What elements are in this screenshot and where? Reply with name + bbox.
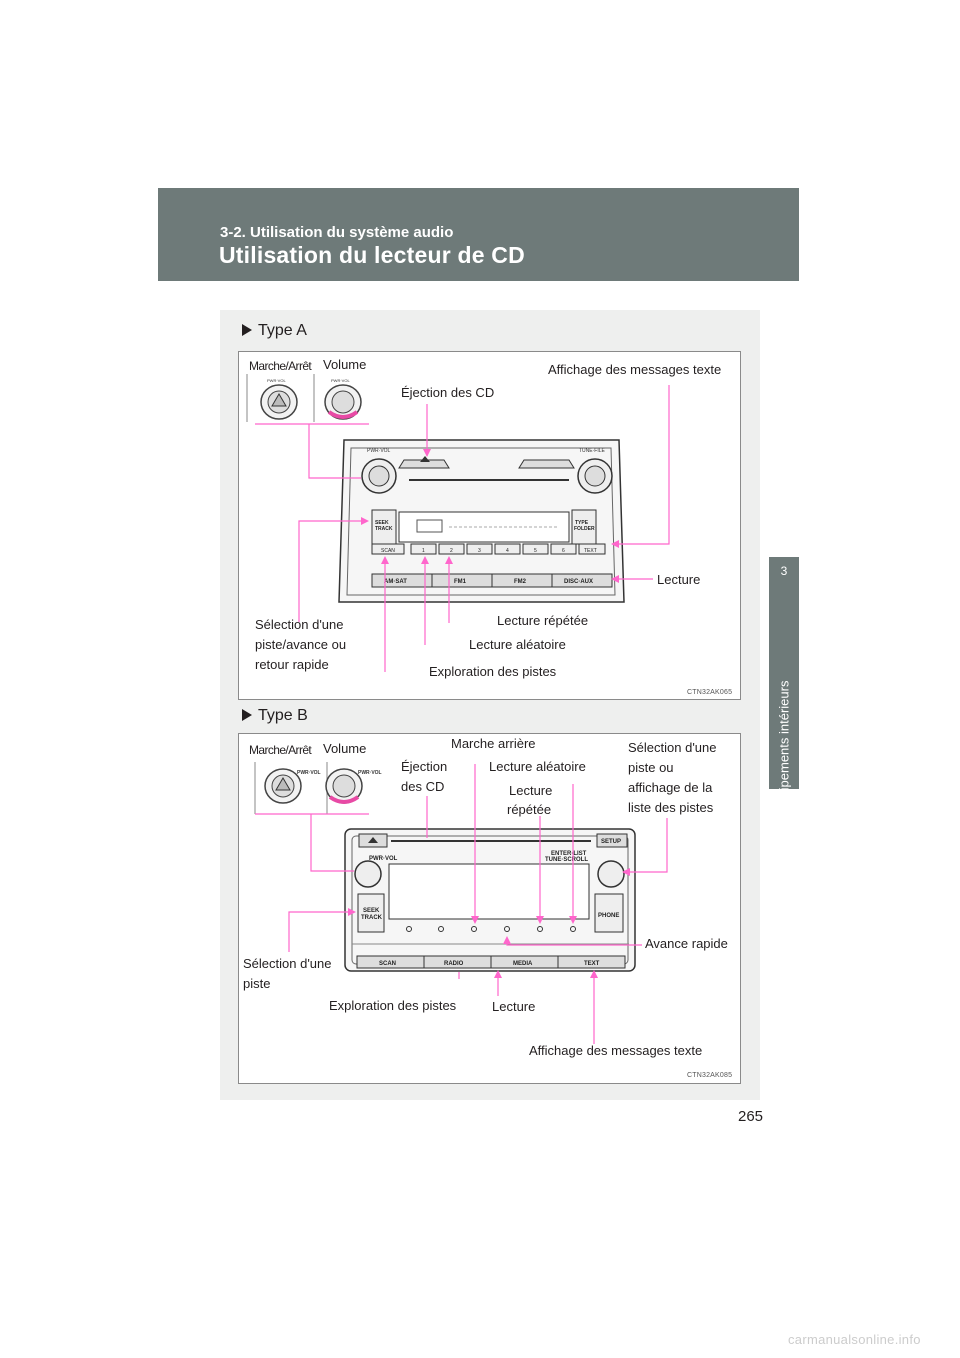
type-a-heading-text: Type A [258,322,307,339]
svg-text:SEEK: SEEK [375,520,389,526]
type-b-figure-code: CTN32AK085 [687,1072,733,1079]
type-b-power-label: Marche/Arrêt [249,743,312,757]
type-a-text-display-label: Affichage des messages texte [548,362,722,377]
svg-text:ENTER·LIST: ENTER·LIST [551,851,587,857]
type-b-track-list-line3: affichage de la [628,780,713,795]
type-a-random-label: Lecture aléatoire [469,637,566,652]
type-b-callout-arrows [348,868,630,978]
svg-text:TUNE·FILE: TUNE·FILE [579,448,606,454]
svg-text:FOLDER: FOLDER [574,526,595,532]
type-a-power-inset: PWR·VOL [246,374,298,422]
type-b-reverse-label: Marche arrière [451,736,536,751]
chapter-side-tab: 3 Équipements intérieurs [769,557,799,813]
type-b-random-label: Lecture aléatoire [489,759,586,774]
type-a-play-label: Lecture [657,572,701,587]
page-number: 265 [738,1108,764,1125]
type-a-volume-label: Volume [323,357,367,372]
type-a-figure: PWR·VOL PWR·VOL PWR·VOL TUNE·FILE [238,351,741,700]
type-a-device: PWR·VOL TUNE·FILE SEEK TRACK TYPE FOLDER… [338,439,625,603]
svg-text:TRACK: TRACK [361,915,383,921]
type-b-track-list-line1: Sélection d'une [628,740,717,755]
type-a-track-select-line2: piste/avance ou [255,637,347,652]
chapter-header: 3-2. Utilisation du système audio Utilis… [158,188,799,281]
type-a-track-select-line3: retour rapide [255,657,329,672]
svg-text:MEDIA: MEDIA [513,961,533,967]
svg-text:DISC·AUX: DISC·AUX [564,579,593,585]
type-b-track-select-line1: Sélection d'une [243,956,332,971]
type-a-figure-code: CTN32AK065 [687,689,733,696]
svg-text:2: 2 [450,548,453,554]
type-a-callout-lines [255,385,670,672]
svg-text:FM1: FM1 [454,579,467,585]
svg-text:PWR·VOL: PWR·VOL [331,378,350,383]
type-b-power-inset: PWR·VOL [254,762,321,814]
svg-text:PWR·VOL: PWR·VOL [367,448,391,454]
type-a-power-label: Marche/Arrêt [249,359,312,373]
svg-text:AM·SAT: AM·SAT [384,579,407,585]
type-b-heading-text: Type B [258,707,308,724]
type-a-callout-arrows [361,449,619,583]
type-b-volume-inset: PWR·VOL [325,762,382,814]
svg-text:1: 1 [422,548,425,554]
svg-text:TEXT: TEXT [584,548,597,554]
svg-text:SEEK: SEEK [363,908,380,914]
svg-text:4: 4 [506,548,509,554]
type-b-repeat-line1: Lecture [509,783,553,798]
svg-text:PHONE: PHONE [598,913,619,919]
type-b-play-label: Lecture [492,999,536,1014]
footer-watermark: carmanualsonline.info [788,1332,921,1347]
triangle-arrow-icon [242,324,252,336]
type-b-callout-lines [255,764,668,1044]
type-b-heading: Type B [242,707,308,725]
type-b-eject-line1: Éjection [401,759,448,774]
chapter-number: 3 [780,564,788,578]
svg-text:5: 5 [534,548,537,554]
page-title: Utilisation du lecteur de CD [219,242,525,268]
type-a-illustration: PWR·VOL PWR·VOL PWR·VOL TUNE·FILE [246,374,670,672]
svg-text:PWR·VOL: PWR·VOL [358,770,382,776]
svg-text:PWR·VOL: PWR·VOL [267,378,286,383]
svg-text:6: 6 [562,548,565,554]
type-a-volume-inset: PWR·VOL [313,374,362,422]
section-title: 3-2. Utilisation du système audio [220,224,454,241]
svg-text:SETUP: SETUP [601,839,621,845]
svg-text:PWR·VOL: PWR·VOL [297,770,321,776]
type-a-scan-label: Exploration des pistes [429,664,557,679]
svg-text:SCAN: SCAN [381,548,395,554]
type-b-eject-line2: des CD [401,779,445,794]
type-b-device: SETUP PWR·VOL ENTER·LIST TUNE·SCROLL SEE… [344,828,636,972]
svg-text:3: 3 [478,548,481,554]
type-a-repeat-label: Lecture répétée [497,613,589,628]
chapter-label: Équipements intérieurs [776,680,792,814]
type-b-track-list-line4: liste des pistes [628,800,714,815]
svg-text:SCAN: SCAN [379,961,396,967]
svg-text:TUNE·SCROLL: TUNE·SCROLL [545,857,588,863]
svg-text:TEXT: TEXT [584,961,600,967]
svg-text:TYPE: TYPE [575,520,589,526]
type-b-illustration: PWR·VOL PWR·VOL SETUP PWR·VOL ENTER·LIST… [254,762,668,1044]
type-b-fast-forward-label: Avance rapide [645,936,728,951]
svg-text:RADIO: RADIO [444,961,464,967]
type-b-track-list-line2: piste ou [628,760,674,775]
type-b-text-display-label: Affichage des messages texte [529,1043,703,1058]
svg-text:TRACK: TRACK [375,526,393,532]
type-b-track-select-line2: piste [243,976,271,991]
type-b-scan-label: Exploration des pistes [329,998,457,1013]
type-a-heading: Type A [242,322,307,340]
type-a-eject-label: Éjection des CD [401,385,495,400]
svg-text:PWR·VOL: PWR·VOL [369,856,398,862]
svg-text:FM2: FM2 [514,579,527,585]
type-b-volume-label: Volume [323,741,367,756]
triangle-arrow-icon [242,709,252,721]
type-a-track-select-line1: Sélection d'une [255,617,344,632]
type-b-figure: PWR·VOL PWR·VOL SETUP PWR·VOL ENTER·LIST… [238,733,741,1084]
type-b-repeat-line2: répétée [507,802,552,817]
